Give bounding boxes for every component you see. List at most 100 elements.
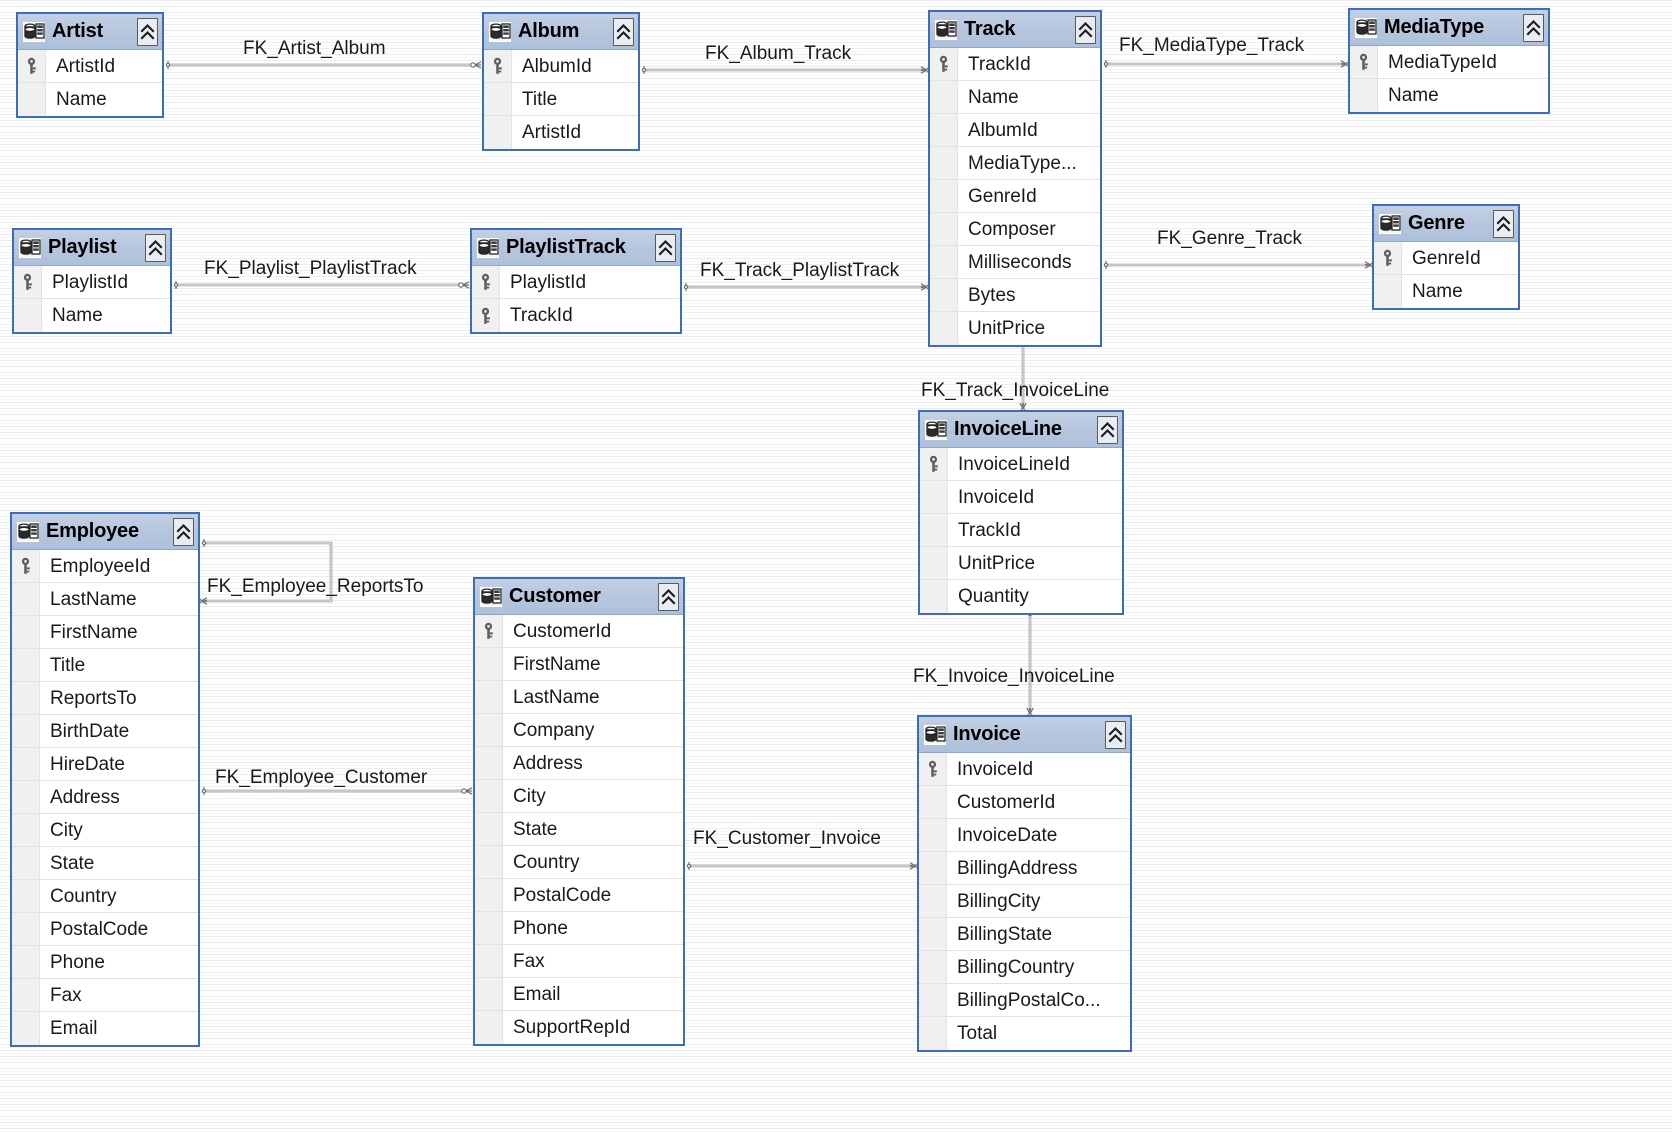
field-row[interactable]: FirstName [12,616,198,649]
field-row[interactable]: UnitPrice [920,547,1122,580]
entity-header-album[interactable]: Album [484,14,638,50]
field-row[interactable]: Name [1374,275,1518,308]
field-row[interactable]: Company [475,714,683,747]
relationship-label-fk_playlist_playlisttrack[interactable]: FK_Playlist_PlaylistTrack [204,258,417,279]
field-row[interactable]: Name [14,299,170,332]
relationship-label-fk_album_track[interactable]: FK_Album_Track [705,43,852,64]
field-row[interactable]: Name [1350,79,1548,112]
entity-header-genre[interactable]: Genre [1374,206,1518,242]
entity-header-customer[interactable]: Customer [475,579,683,615]
relationship-label-fk_track_invoiceline[interactable]: FK_Track_InvoiceLine [921,380,1110,401]
field-row[interactable]: AlbumId [484,50,638,83]
field-row[interactable]: State [475,813,683,846]
field-row[interactable]: ArtistId [484,116,638,149]
field-row[interactable]: Quantity [920,580,1122,613]
collapse-chevron-icon[interactable] [1075,15,1096,44]
field-row[interactable]: BillingCity [919,885,1130,918]
field-row[interactable]: Country [12,880,198,913]
field-row[interactable]: Country [475,846,683,879]
entity-header-invoice[interactable]: Invoice [919,717,1130,753]
field-row[interactable]: Address [12,781,198,814]
entity-header-invoiceline[interactable]: InvoiceLine [920,412,1122,448]
field-row[interactable]: Bytes [930,279,1100,312]
field-row[interactable]: PostalCode [12,913,198,946]
field-row[interactable]: State [12,847,198,880]
relationship-label-fk_artist_album[interactable]: FK_Artist_Album [243,38,386,59]
entity-header-playlist[interactable]: Playlist [14,230,170,266]
collapse-chevron-icon[interactable] [173,517,194,546]
collapse-chevron-icon[interactable] [655,233,676,262]
collapse-chevron-icon[interactable] [1493,209,1514,238]
field-row[interactable]: BillingCountry [919,951,1130,984]
relationship-label-fk_employee_customer[interactable]: FK_Employee_Customer [215,767,428,788]
relationship-label-fk_invoice_invoiceline[interactable]: FK_Invoice_InvoiceLine [913,666,1115,687]
field-row[interactable]: LastName [12,583,198,616]
entity-header-track[interactable]: Track [930,12,1100,48]
field-row[interactable]: TrackId [920,514,1122,547]
field-row[interactable]: Milliseconds [930,246,1100,279]
field-row[interactable]: Name [18,83,162,116]
field-row[interactable]: MediaTypeId [1350,46,1548,79]
field-row[interactable]: Name [930,81,1100,114]
collapse-chevron-icon[interactable] [1097,415,1118,444]
field-row[interactable]: FirstName [475,648,683,681]
field-row[interactable]: Composer [930,213,1100,246]
field-row[interactable]: BillingState [919,918,1130,951]
field-row[interactable]: PlaylistId [472,266,680,299]
entity-header-employee[interactable]: Employee [12,514,198,550]
field-row[interactable]: CustomerId [919,786,1130,819]
field-row[interactable]: ArtistId [18,50,162,83]
field-row[interactable]: PostalCode [475,879,683,912]
field-row[interactable]: BillingPostalCo... [919,984,1130,1017]
field-row[interactable]: ReportsTo [12,682,198,715]
field-row[interactable]: Title [484,83,638,116]
field-row[interactable]: Address [475,747,683,780]
relationship-label-fk_customer_invoice[interactable]: FK_Customer_Invoice [693,828,881,849]
field-row[interactable]: AlbumId [930,114,1100,147]
field-row[interactable]: InvoiceDate [919,819,1130,852]
field-row[interactable]: City [475,780,683,813]
field-row[interactable]: Fax [12,979,198,1012]
field-row[interactable]: TrackId [930,48,1100,81]
field-row[interactable]: PlaylistId [14,266,170,299]
field-row[interactable]: Phone [12,946,198,979]
entity-header-artist[interactable]: Artist [18,14,162,50]
field-row[interactable]: UnitPrice [930,312,1100,345]
field-row[interactable]: MediaType... [930,147,1100,180]
entity-header-mediatype[interactable]: MediaType [1350,10,1548,46]
collapse-chevron-icon[interactable] [137,17,158,46]
relationship-label-fk_genre_track[interactable]: FK_Genre_Track [1157,228,1303,249]
field-row[interactable]: InvoiceLineId [920,448,1122,481]
field-row[interactable]: InvoiceId [920,481,1122,514]
field-row[interactable]: CustomerId [475,615,683,648]
entity-header-playlisttrack[interactable]: PlaylistTrack [472,230,680,266]
collapse-chevron-icon[interactable] [145,233,166,262]
collapse-chevron-icon[interactable] [613,17,634,46]
field-row[interactable]: Fax [475,945,683,978]
field-row[interactable]: TrackId [472,299,680,332]
field-row[interactable]: SupportRepId [475,1011,683,1044]
collapse-chevron-icon[interactable] [1523,13,1544,42]
relationship-label-fk_mediatype_track[interactable]: FK_MediaType_Track [1119,35,1305,56]
collapse-chevron-icon[interactable] [658,582,679,611]
collapse-chevron-icon[interactable] [1105,720,1126,749]
field-row[interactable]: LastName [475,681,683,714]
relationship-label-fk_track_playlisttrack[interactable]: FK_Track_PlaylistTrack [700,260,900,281]
field-row[interactable]: GenreId [1374,242,1518,275]
field-row[interactable]: Total [919,1017,1130,1050]
field-row[interactable]: InvoiceId [919,753,1130,786]
field-row[interactable]: Title [12,649,198,682]
field-row[interactable]: BillingAddress [919,852,1130,885]
field-row[interactable]: HireDate [12,748,198,781]
